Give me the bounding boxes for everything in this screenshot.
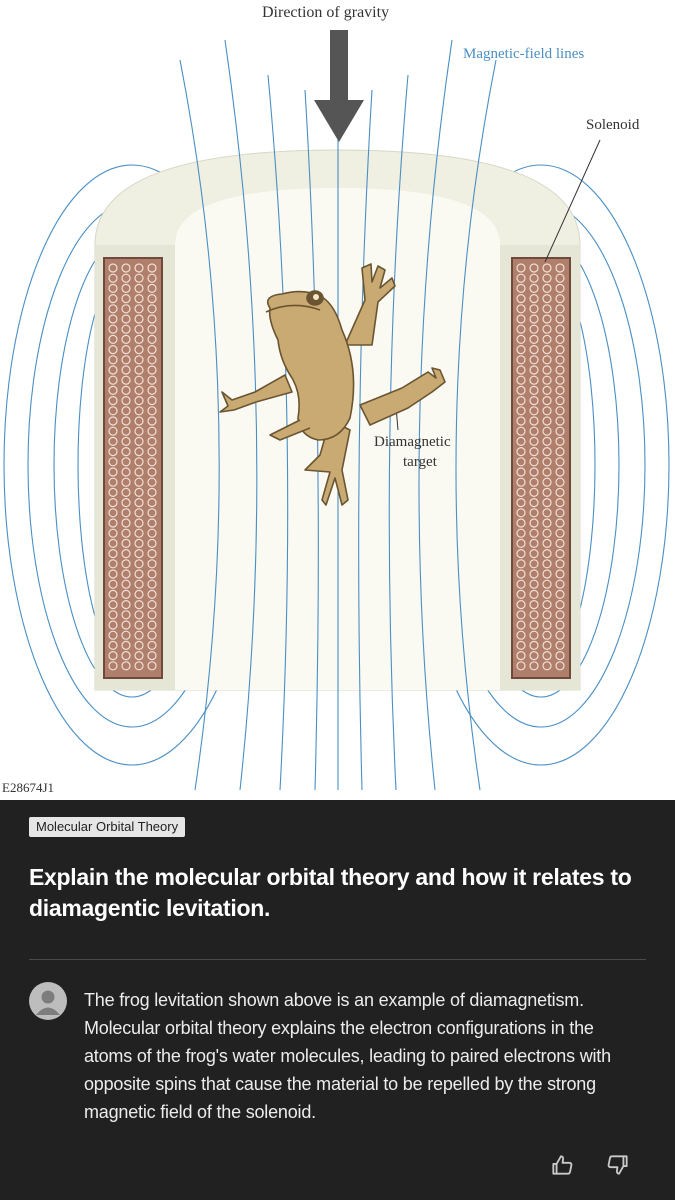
target-label-line2: target (403, 454, 437, 470)
question-text: Explain the molecular orbital theory and… (29, 864, 632, 921)
topic-tag[interactable]: Molecular Orbital Theory (29, 817, 186, 837)
target-label-line1: Diamagnetic (374, 434, 451, 450)
levitation-figure: Direction of gravity Magnetic-field line… (0, 0, 675, 800)
divider (29, 959, 646, 960)
figure-id-label: E28674J1 (2, 780, 54, 795)
gravity-arrow (314, 30, 364, 142)
field-lines-label: Magnetic-field lines (463, 46, 585, 62)
gravity-label: Direction of gravity (262, 4, 390, 21)
answer-text: The frog levitation shown above is an ex… (84, 990, 611, 1122)
thumbs-up-icon[interactable] (549, 1152, 575, 1178)
figure-illustration (3, 30, 670, 791)
solenoid-coils (103, 257, 571, 679)
solenoid-label: Solenoid (586, 117, 640, 133)
user-avatar-icon (29, 982, 67, 1020)
chat-panel: Molecular Orbital Theory Explain the mol… (0, 800, 675, 1200)
thumbs-down-icon[interactable] (605, 1152, 631, 1178)
frog-illustration (219, 263, 446, 506)
